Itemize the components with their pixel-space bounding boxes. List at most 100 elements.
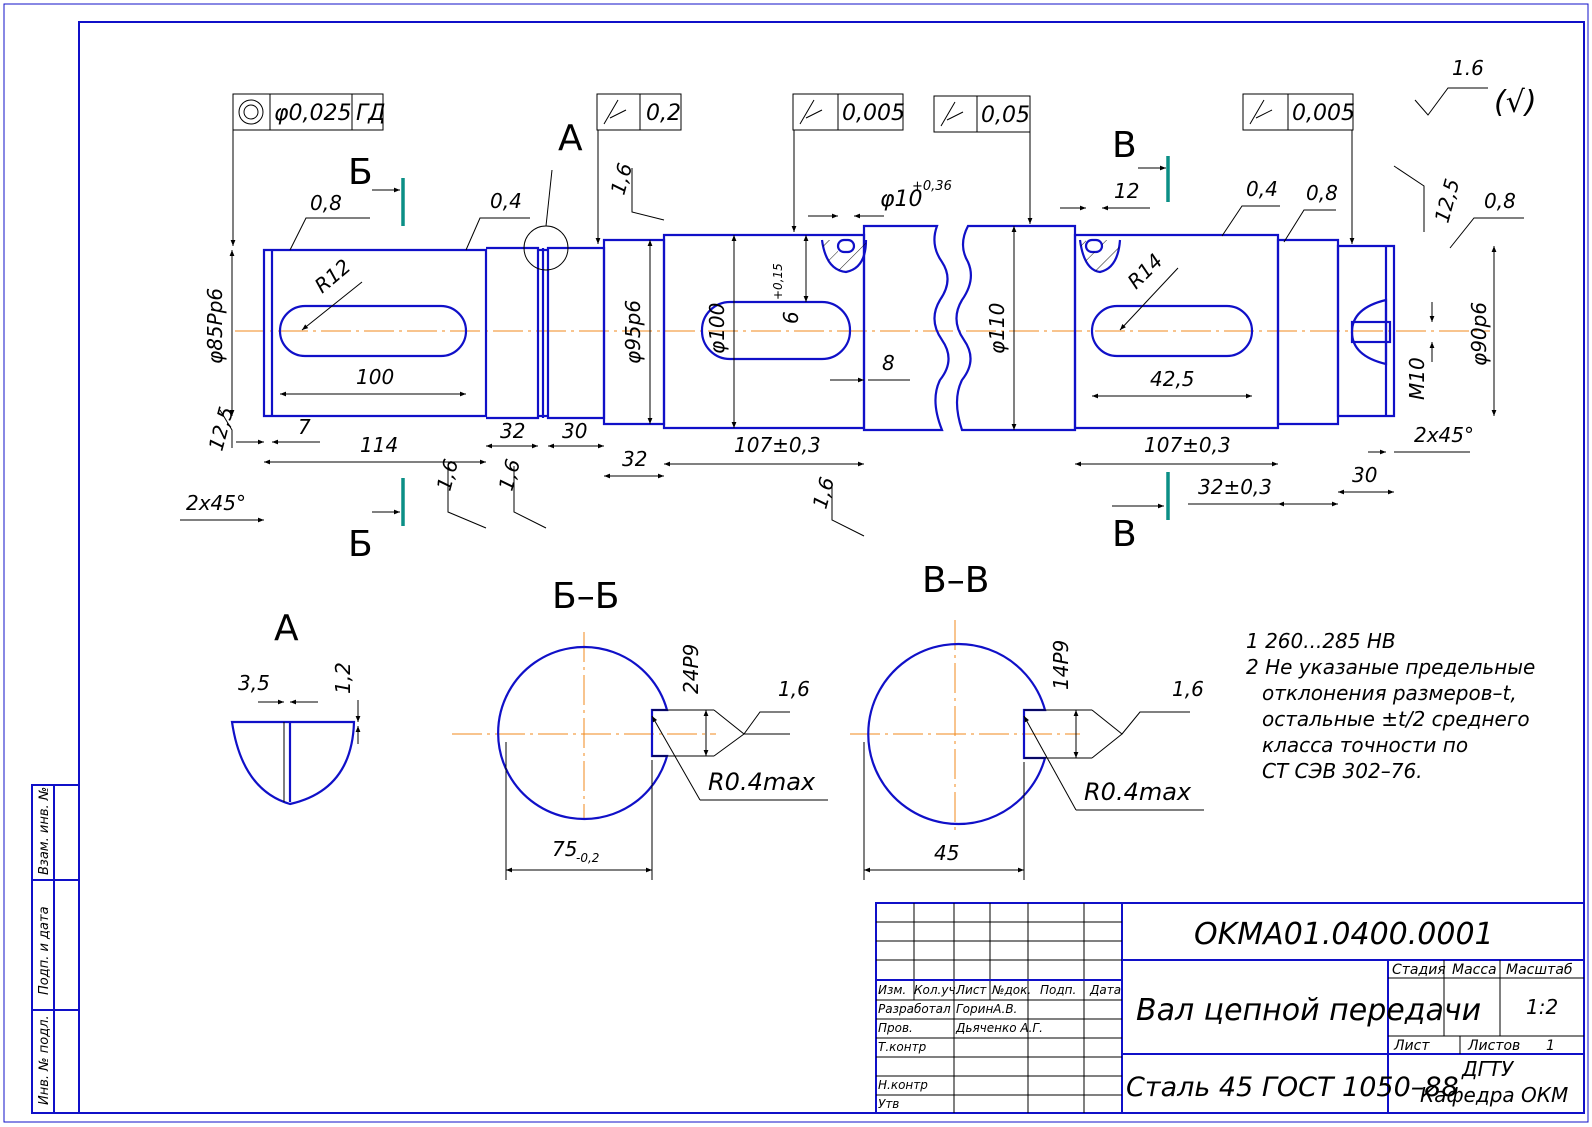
- technical-notes: 1 260...285 НВ 2 Не указаные предельные …: [1246, 629, 1535, 783]
- title-block: Изм. Кол.уч. Лист №док. Подп. Дата Разра…: [875, 902, 1585, 1114]
- roughness-08a: 0,8: [310, 191, 342, 215]
- dim-32b: 32: [622, 447, 647, 471]
- tol-runout-3-value: 0,05: [981, 103, 1030, 128]
- tol-runout-4-value: 0,005: [1292, 101, 1355, 126]
- tb-org-2: Кафедра ОКМ: [1420, 1083, 1568, 1107]
- tb-row-nkontr: Н.контр: [878, 1078, 928, 1092]
- tb-col-podp: Подп.: [1040, 983, 1076, 997]
- tol-frame-runout-3: 0,05: [933, 95, 1033, 224]
- dim-chamfer-left: 2x45°: [186, 491, 246, 515]
- section-mark-b-top: Б: [348, 152, 405, 226]
- tb-col-data: Дата: [1089, 983, 1121, 997]
- tol-runout-1-value: 0,2: [646, 101, 681, 126]
- dim-100: 100: [356, 365, 394, 389]
- dim-phi90: φ90р6: [1467, 302, 1491, 366]
- note-line-1: 1 260...285 НВ: [1246, 629, 1396, 653]
- dim-32c: 32±0,3: [1198, 475, 1272, 499]
- tol-concentricity-value: φ0,025: [274, 101, 352, 126]
- tb-sheet-label: Лист: [1393, 1038, 1430, 1054]
- dim-phi85: φ85Pр6: [203, 288, 227, 364]
- runout-icon: [799, 99, 823, 125]
- section-vv-title: В–В: [922, 560, 989, 601]
- dim-phi110: φ110: [985, 303, 1009, 354]
- note-line-6: СТ СЭВ 302–76.: [1262, 759, 1423, 783]
- dim-phi10-tol: +0,36: [912, 179, 952, 194]
- roughness-04a: 0,4: [490, 189, 522, 213]
- detail-a-dim12: 1,2: [331, 662, 355, 694]
- roughness-04b: 0,4: [1246, 177, 1278, 201]
- dim-42-5: 42,5: [1150, 367, 1195, 391]
- roughness-125b: 12,5: [204, 404, 239, 453]
- section-vv: В–В 14P9 1,6 R0.4max 45: [850, 560, 1204, 880]
- tb-row-utv: Утв: [878, 1097, 899, 1111]
- runout-icon: [1249, 99, 1273, 125]
- dim-r12: R12: [310, 254, 356, 298]
- section-vv-radius: R0.4max: [1084, 778, 1192, 806]
- tb-code: OKMA01.0400.0001: [1194, 917, 1494, 952]
- hatched-hole-sections: [822, 240, 1120, 272]
- section-bb-depth-tol: -0,2: [576, 851, 599, 865]
- tol-frame-concentricity: φ0,025 ГД: [230, 93, 385, 246]
- tol-frame-runout-1: 0,2: [595, 93, 682, 244]
- roughness-08c: 0,8: [1484, 189, 1516, 213]
- dim-32a: 32: [500, 419, 525, 443]
- stamp-inv-podl: Инв. № подл.: [37, 1015, 52, 1105]
- dim-12: 12: [1114, 179, 1139, 203]
- tb-scale: 1:2: [1526, 995, 1558, 1019]
- dim-chamfer-right: 2x45°: [1414, 423, 1474, 447]
- note-line-4: остальные ±t/2 среднего: [1262, 707, 1530, 731]
- dim-7: 7: [298, 415, 311, 439]
- tb-col-koluch: Кол.уч.: [914, 983, 959, 997]
- tb-row-razrab: Разработал: [878, 1002, 951, 1016]
- tb-col-list: Лист: [955, 983, 987, 997]
- tb-col-ndok: №док.: [991, 983, 1031, 997]
- roughness-16d: 1,6: [808, 474, 839, 511]
- section-bb-depth: 75: [552, 837, 577, 861]
- roughness-08b: 0,8: [1306, 181, 1338, 205]
- tb-material: Сталь 45 ГОСТ 1050–88: [1126, 1072, 1459, 1103]
- section-bb: Б–Б 24P9 1,6 R0.4max 75 -0,2: [452, 576, 828, 880]
- section-vv-depth: 45: [934, 841, 959, 865]
- tb-col-izm: Изм.: [878, 983, 906, 997]
- section-vv-roughness: 1,6: [1172, 677, 1204, 701]
- tb-row-razrab-name: ГоринА.В.: [956, 1002, 1017, 1016]
- tb-scale-label: Масштаб: [1506, 962, 1573, 978]
- detail-a-dim35: 3,5: [238, 671, 270, 695]
- dim-m10: M10: [1405, 357, 1429, 400]
- detail-a-title: А: [274, 608, 299, 649]
- side-stamp: Инв. № подл. Подп. и дата Взам. инв. №: [31, 784, 80, 1114]
- tb-row-prov: Пров.: [878, 1021, 913, 1035]
- tb-stage: Стадия: [1392, 962, 1446, 978]
- shaft-outline: [262, 224, 1396, 432]
- dim-key6-tol: +0,15: [771, 263, 785, 300]
- dim-30a: 30: [562, 419, 587, 443]
- keyways: [278, 300, 1254, 361]
- section-vv-width: 14P9: [1049, 640, 1073, 690]
- note-line-3: отклонения размеров–t,: [1262, 681, 1517, 705]
- concentricity-icon: [238, 99, 264, 125]
- dim-phi10: φ10: [880, 187, 923, 212]
- general-roughness-value: 1.6: [1452, 56, 1484, 80]
- threaded-hole: [1350, 298, 1392, 366]
- roughness-125a: 12,5: [1430, 176, 1465, 225]
- dim-phi100: φ100: [705, 303, 729, 354]
- section-mark-v-top: В: [1112, 125, 1170, 202]
- tb-sheets-value: 1: [1546, 1038, 1555, 1054]
- outer-border: [3, 3, 1589, 1123]
- svg-text:Б: Б: [348, 524, 373, 565]
- tb-row-prov-name: Дьяченко А.Г.: [955, 1021, 1043, 1035]
- dim-phi95: φ95р6: [621, 300, 645, 364]
- section-bb-radius: R0.4max: [708, 768, 816, 796]
- section-mark-v-bottom: В: [1112, 472, 1170, 555]
- detail-a: А 3,5 1,2: [230, 608, 361, 806]
- section-bb-title: Б–Б: [552, 576, 619, 617]
- section-bb-width: 24P9: [679, 644, 703, 694]
- tb-part-name: Вал цепной передачи: [1136, 993, 1481, 1028]
- tol-frame-runout-4: 0,005: [1242, 93, 1355, 244]
- tol-runout-2-value: 0,005: [842, 101, 905, 126]
- general-roughness-paren: (√): [1494, 85, 1537, 120]
- drawing-frame: [78, 21, 1585, 1114]
- svg-text:В: В: [1112, 514, 1137, 555]
